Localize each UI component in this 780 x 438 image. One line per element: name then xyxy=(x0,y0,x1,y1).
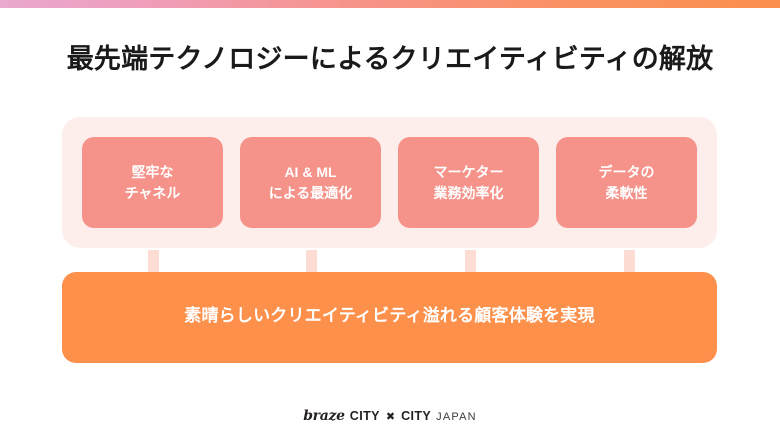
feature-card-2-line2: による最適化 xyxy=(268,184,353,201)
outcome-banner-text: 素晴らしいクリエイティビティ溢れる顧客体験を実現 xyxy=(184,306,595,325)
city-wordmark-second: CITY xyxy=(401,409,432,423)
city-wordmark-first: CITY xyxy=(349,409,380,423)
feature-card-2-line1: AI & ML xyxy=(284,164,337,181)
feature-card-3-line1: マーケター xyxy=(433,164,504,181)
cross-icon: ✖ xyxy=(385,411,396,423)
features-card-row: 堅牢な チャネル AI & ML による最適化 マーケター 業務効率化 データの… xyxy=(62,117,717,248)
feature-card-2: AI & ML による最適化 xyxy=(240,137,381,228)
footer-logo-lockup: braze CITY ✖ CITY JAPAN xyxy=(0,408,780,424)
down-arrow-icon-3-stem xyxy=(465,250,476,274)
region-label: JAPAN xyxy=(436,411,477,423)
feature-card-4-line2: 柔軟性 xyxy=(605,184,648,201)
feature-card-4-line1: データの xyxy=(598,164,655,181)
feature-card-1-line2: チャネル xyxy=(124,184,181,201)
feature-card-4: データの 柔軟性 xyxy=(556,137,697,228)
features-panel: 堅牢な チャネル AI & ML による最適化 マーケター 業務効率化 データの… xyxy=(62,117,717,248)
outcome-banner: 素晴らしいクリエイティビティ溢れる顧客体験を実現 xyxy=(62,272,717,363)
feature-card-3: マーケター 業務効率化 xyxy=(398,137,539,228)
feature-card-1: 堅牢な チャネル xyxy=(82,137,223,228)
down-arrow-icon-4-stem xyxy=(624,250,635,274)
down-arrow-icon-2-stem xyxy=(306,250,317,274)
down-arrow-icon-1-stem xyxy=(148,250,159,274)
braze-wordmark: braze xyxy=(303,408,345,424)
feature-card-3-line2: 業務効率化 xyxy=(433,184,504,201)
top-gradient-bar xyxy=(0,0,780,8)
feature-card-1-line1: 堅牢な xyxy=(131,164,174,181)
page-title: 最先端テクノロジーによるクリエイティビティの解放 xyxy=(66,44,714,74)
